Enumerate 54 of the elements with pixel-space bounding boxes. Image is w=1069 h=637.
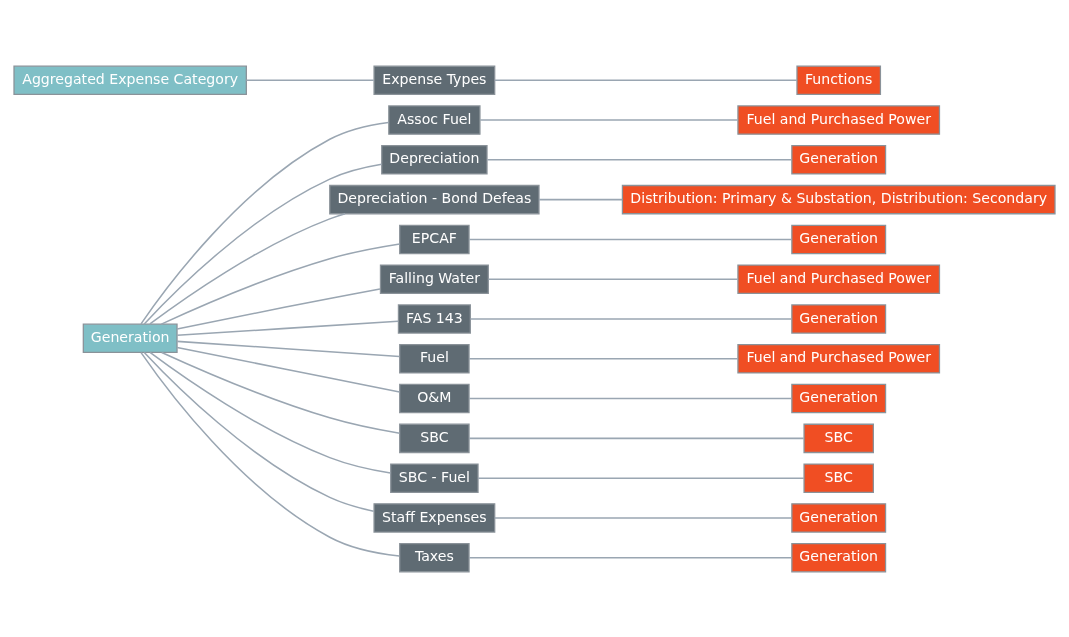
node-box: Fuel and Purchased Power: [737, 343, 941, 374]
node-box: SBC: [803, 423, 874, 453]
connector: [479, 118, 739, 121]
connector: [140, 121, 390, 325]
node-box: Staff Expenses: [373, 502, 496, 533]
connector: [469, 317, 793, 320]
node-box: Distribution: Primary & Substation, Distribution: Secondary: [621, 184, 1056, 214]
node-box: Fuel: [399, 343, 470, 374]
connector: [176, 287, 381, 330]
node-box: Fuel and Purchased Power: [737, 263, 941, 294]
connector: [176, 319, 399, 336]
node-box: Aggregated Expense Category: [13, 65, 247, 95]
node-box: Generation: [791, 303, 887, 334]
connector: [486, 158, 793, 161]
connector: [140, 351, 401, 557]
node-box: Generation: [791, 383, 887, 413]
connector: [176, 340, 401, 357]
node-box: Generation: [791, 502, 887, 533]
connector: [468, 397, 793, 399]
node-box: EPCAF: [399, 224, 470, 254]
connector: [161, 351, 401, 434]
node-box: Generation: [82, 323, 178, 353]
node-box: Generation: [791, 224, 887, 254]
connector: [487, 277, 739, 280]
connector: [494, 516, 793, 519]
node-box: Taxes: [399, 542, 470, 572]
connector: [468, 238, 793, 240]
node-box: Generation: [791, 542, 887, 572]
connector: [160, 242, 401, 325]
connector: [149, 212, 346, 325]
connector: [494, 79, 798, 81]
node-box: SBC: [399, 423, 470, 453]
node-box: Generation: [791, 144, 887, 175]
node-box: FAS 143: [397, 303, 471, 334]
connector: [176, 346, 401, 393]
node-box: Depreciation - Bond Defeas: [329, 184, 540, 214]
node-box: Functions: [796, 65, 882, 95]
node-box: Expense Types: [373, 65, 496, 95]
node-box: Falling Water: [379, 263, 489, 294]
node-box: Fuel and Purchased Power: [737, 104, 941, 135]
node-box: SBC: [803, 462, 874, 493]
connector: [143, 163, 383, 325]
node-box: Assoc Fuel: [388, 104, 481, 135]
connector: [477, 476, 805, 479]
connector: [468, 357, 739, 360]
connector: [538, 198, 623, 200]
node-box: O&M: [399, 383, 470, 413]
connector: [245, 79, 375, 81]
node-box: SBC - Fuel: [390, 462, 479, 493]
connector: [149, 351, 392, 474]
connector: [468, 556, 793, 558]
connector: [468, 437, 805, 439]
node-box: Depreciation: [381, 144, 488, 175]
connector: [143, 351, 375, 512]
